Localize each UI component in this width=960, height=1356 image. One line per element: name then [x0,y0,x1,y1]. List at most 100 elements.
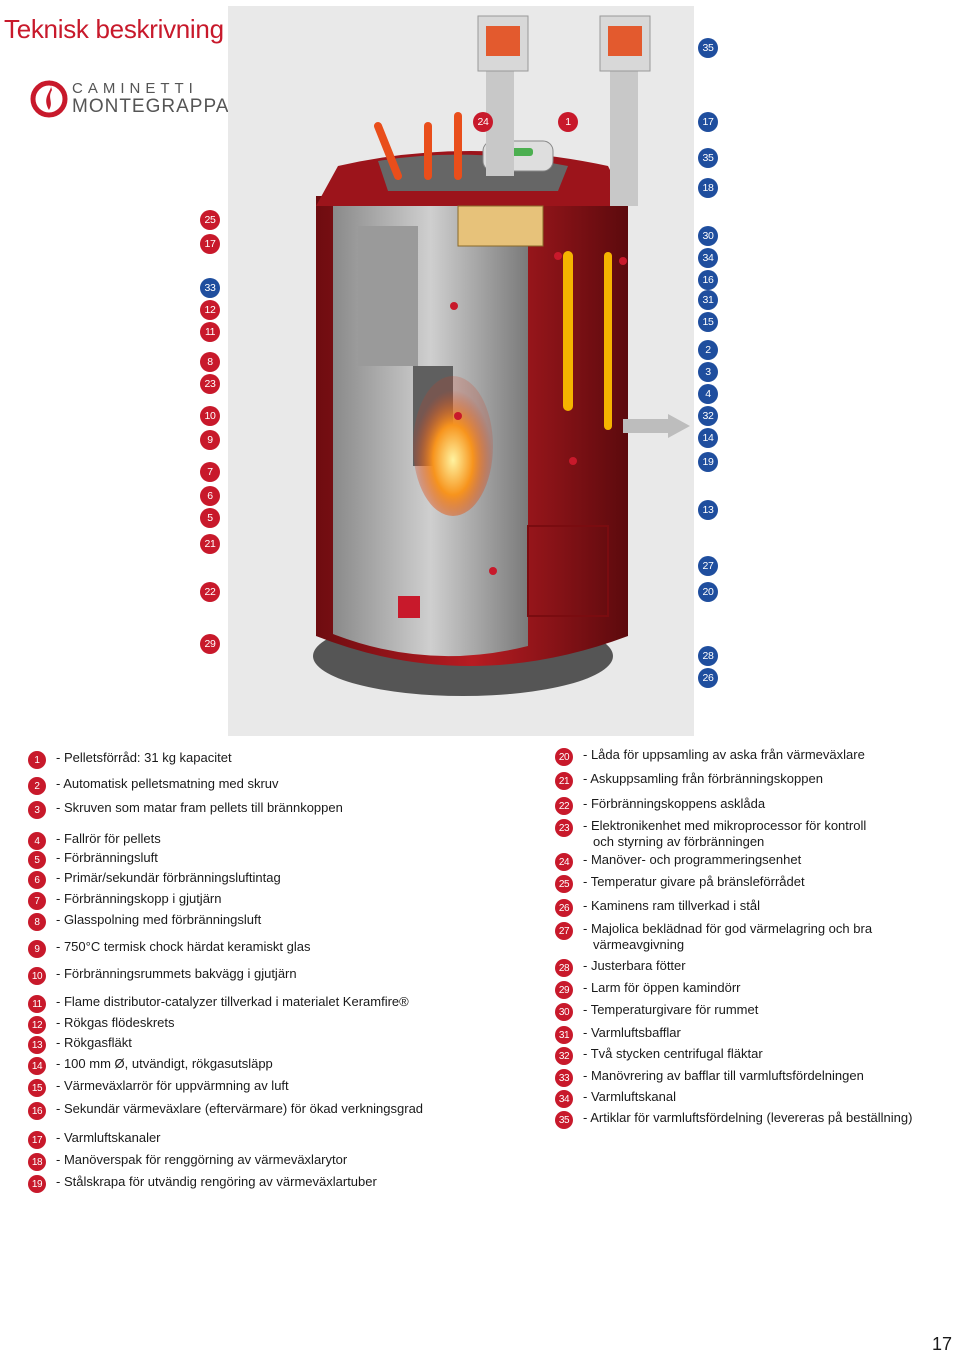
legend-number: 25 [555,875,573,893]
callout-right: 27 [698,556,718,576]
logo-line-1: CAMINETTI [72,80,198,97]
legend-text: - Manövrering av bafflar till varmluftsf… [583,1068,864,1083]
legend-number: 5 [28,851,46,869]
callout-top-3: 17 [698,112,718,132]
callout-left: 7 [200,462,220,482]
legend-number: 11 [28,995,46,1013]
legend-text: - Manöver- och programmeringsenhet [583,852,802,867]
legend-number: 9 [28,940,46,958]
callout-left: 12 [200,300,220,320]
legend-text: - Låda för uppsamling av aska från värme… [583,747,865,762]
legend-text: - Temperaturgivare för rummet [583,1002,759,1017]
legend-number: 22 [555,797,573,815]
callout-badge: 32 [698,406,718,426]
callout-badge: 17 [698,112,718,132]
legend-number: 27 [555,922,573,940]
callout-badge: 9 [200,430,220,450]
legend-text: - Stålskrapa för utvändig rengöring av v… [56,1174,377,1189]
legend-text: - Förbränningsrummets bakvägg i gjutjärn [56,966,297,981]
legend-number: 14 [28,1057,46,1075]
callout-badge: 7 [200,462,220,482]
legend-text: - Varmluftskanaler [56,1130,161,1145]
callout-badge: 35 [698,148,718,168]
legend-text: - Glasspolning med förbränningsluft [56,912,262,927]
callout-badge: 18 [698,178,718,198]
stove-cutaway-figure [228,6,694,736]
callout-badge: 12 [200,300,220,320]
caminetti-montegrappa-logo: CAMINETTI MONTEGRAPPA [30,74,230,124]
callout-badge: 20 [698,582,718,602]
callout-badge: 35 [698,38,718,58]
callout-left: 17 [200,234,220,254]
legend-text: - Rökgas flödeskrets [56,1015,175,1030]
callout-badge: 14 [698,428,718,448]
callout-badge: 2 [698,340,718,360]
legend-number: 20 [555,748,573,766]
callout-right: 32 [698,406,718,426]
legend-text: - Förbränningskopp i gjutjärn [56,891,222,906]
legend-number: 32 [555,1047,573,1065]
callout-right: 26 [698,668,718,688]
callout-left: 8 [200,352,220,372]
callout-right: 34 [698,248,718,268]
legend-number: 10 [28,967,46,985]
legend-number: 29 [555,981,573,999]
callout-left: 5 [200,508,220,528]
callout-right: 30 [698,226,718,246]
legend-text: - Kaminens ram tillverkad i stål [583,898,760,913]
callout-badge: 4 [698,384,718,404]
legend-number: 19 [28,1175,46,1193]
legend-text-line-2: och styrning av förbränningen [593,834,765,849]
legend-text-line-2: värmeavgivning [593,937,685,952]
legend-number: 21 [555,772,573,790]
legend-text: - 750°C termisk chock härdat keramiskt g… [56,939,311,954]
legend-number: 30 [555,1003,573,1021]
logo-line-2: MONTEGRAPPA [72,96,230,117]
legend-text: - Elektronikenhet med mikroprocessor för… [583,818,866,850]
legend-text: - Askuppsamling från förbränningskoppen [583,771,823,786]
legend-text: - Skruven som matar fram pellets till br… [56,800,343,815]
callout-right: 18 [698,178,718,198]
callout-left: 23 [200,374,220,394]
callout-badge: 24 [473,112,493,132]
legend-text: - 100 mm Ø, utvändigt, rökgasutsläpp [56,1056,273,1071]
callout-right: 3 [698,362,718,382]
callout-badge: 21 [200,534,220,554]
legend-number: 7 [28,892,46,910]
legend-text: - Majolica beklädnad för god värmelagrin… [583,921,872,953]
callout-right: 2 [698,340,718,360]
legend-text: - Förbränningsluft [56,850,158,865]
callout-badge: 34 [698,248,718,268]
callout-badge: 16 [698,270,718,290]
callout-right: 14 [698,428,718,448]
callout-badge: 22 [200,582,220,602]
legend-text: - Temperatur givare på bränsleförrådet [583,874,805,889]
callout-badge: 6 [200,486,220,506]
callout-right: 31 [698,290,718,310]
legend-text-line-1: - Majolica beklädnad för god värmelagrin… [583,921,873,936]
legend-text: - Justerbara fötter [583,958,686,973]
legend-text: - Automatisk pelletsmatning med skruv [56,776,279,791]
page-number: 17 [931,1334,952,1354]
callout-left: 21 [200,534,220,554]
callout-badge: 17 [200,234,220,254]
legend-number: 4 [28,832,46,850]
callout-badge: 29 [200,634,220,654]
legend-number: 17 [28,1131,46,1149]
callout-left: 33 [200,278,220,298]
legend-text: - Flame distributor-catalyzer tillverkad… [56,994,409,1009]
legend-number: 15 [28,1079,46,1097]
legend-number: 3 [28,801,46,819]
callout-badge: 10 [200,406,220,426]
callout-badge: 1 [558,112,578,132]
callout-left: 6 [200,486,220,506]
callout-right: 16 [698,270,718,290]
legend-text: - Artiklar för varmluftsfördelning (leve… [583,1110,913,1125]
callout-right: 35 [698,148,718,168]
legend-text: - Förbränningskoppens asklåda [583,796,766,811]
page-title: Teknisk beskrivning [4,14,224,44]
flame-logo-icon [30,80,68,118]
legend-number: 1 [28,751,46,769]
callout-badge: 33 [200,278,220,298]
callout-left: 29 [200,634,220,654]
